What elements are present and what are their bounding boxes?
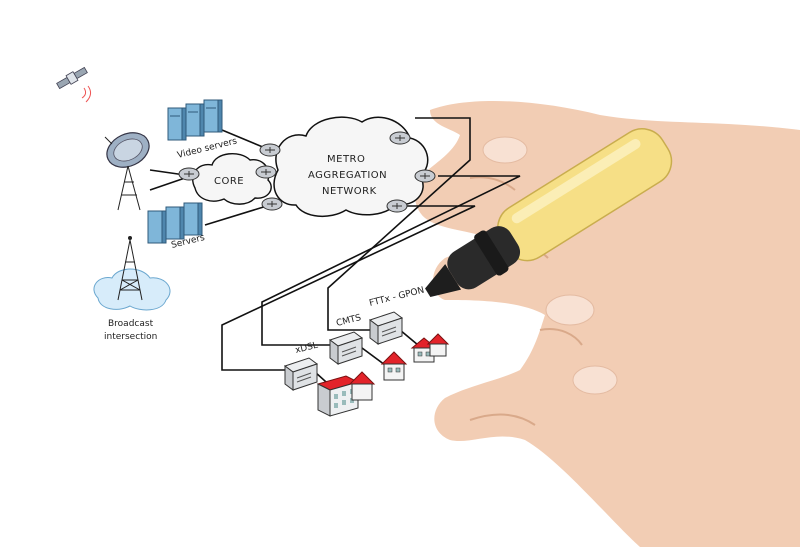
wire-metro-to-cmts [261, 175, 521, 346]
xdsl-node-box-icon [283, 357, 319, 391]
wire-tower-to-core [149, 177, 186, 191]
video-server-rack-icon [167, 99, 223, 141]
satellite-dish-icon [104, 132, 150, 211]
wire-ftth-to-houses [399, 329, 419, 346]
broadcast-tower-icon [117, 236, 143, 301]
wire-metro-to-xdsl [221, 205, 476, 371]
metro-aggregation-cloud [273, 116, 429, 217]
satellite-icon [56, 66, 88, 90]
marker-cap [447, 226, 521, 290]
house-icon [380, 351, 408, 381]
ftth-node-box-icon [368, 311, 404, 345]
core-cloud [192, 153, 272, 205]
xdsl-buildings [316, 371, 376, 417]
router-icon [259, 143, 281, 157]
apartment-building-icon [316, 375, 360, 417]
house-icon [348, 371, 376, 401]
wire-metro-to-ftth [327, 117, 471, 331]
cmts-houses [380, 351, 408, 381]
house-icon [426, 333, 450, 357]
cmts-label: CMTS [335, 313, 362, 329]
xdsl-label: xDSL [294, 341, 319, 356]
ftth-houses [410, 333, 450, 363]
broadcast-label-line1: Broadcast [108, 319, 154, 329]
satellite-signal-arcs [81, 85, 92, 103]
ftth-label: FTTx - GPON [368, 286, 425, 309]
finger-crease-3 [539, 328, 583, 346]
marker-tip [425, 264, 462, 297]
router-icon [386, 199, 408, 213]
router-icon [255, 165, 277, 179]
fingernail-1 [482, 136, 528, 164]
broadcast-cloud [93, 268, 171, 311]
cmts-node-box-icon [328, 331, 364, 365]
broadcast-label-line2: intersection [104, 332, 157, 342]
marker-cap-ring [474, 230, 509, 276]
marker-highlight [511, 139, 641, 224]
router-icon [178, 167, 200, 181]
core-label: CORE [214, 176, 244, 187]
wire-servers-to-core [204, 204, 271, 226]
router-icon [261, 197, 283, 211]
server-rack-icon [147, 202, 203, 244]
router-icon [389, 131, 411, 145]
router-icon [414, 169, 436, 183]
finger-crease-1 [469, 176, 516, 191]
marker-pen [425, 128, 673, 297]
metro-label-line1: METRO [327, 154, 365, 165]
metro-label-line2: AGGREGATION [308, 170, 387, 181]
fingernail-4 [572, 365, 618, 395]
fingernail-3 [545, 294, 595, 326]
router-icons [178, 131, 436, 213]
thumb-crease [469, 413, 536, 426]
metro-label-line3: NETWORK [322, 186, 377, 197]
